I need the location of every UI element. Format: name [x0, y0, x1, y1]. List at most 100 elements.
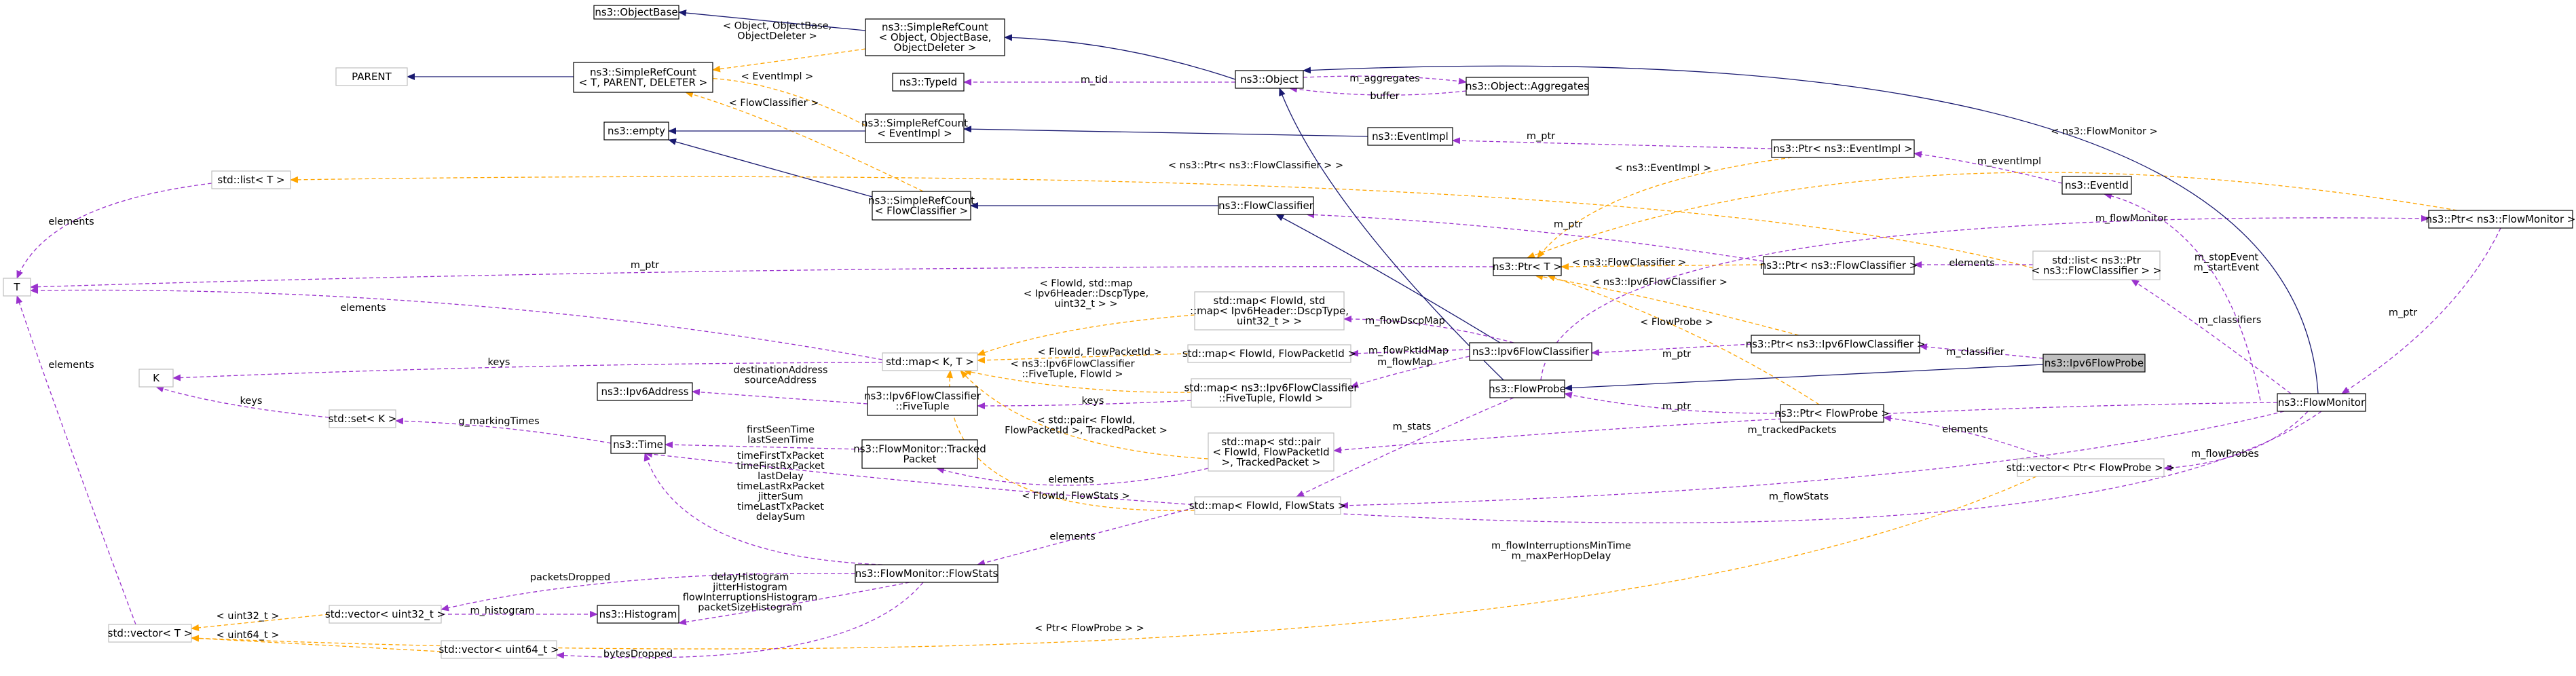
class-node-vec-u32[interactable]: std::vector< uint32_t > — [325, 605, 445, 624]
class-node-object[interactable]: ns3::Object — [1235, 70, 1304, 89]
edge-label: < Object, ObjectBase,ObjectDeleter > — [723, 21, 832, 42]
edge-label-line: ObjectDeleter > — [737, 31, 817, 42]
class-node-box — [335, 67, 408, 86]
edge-label-line: m_flowDscpMap — [1365, 316, 1445, 326]
edge-label: m_aggregates — [1349, 73, 1419, 84]
class-node-label: std::map< FlowId, FlowStats > — [1189, 500, 1347, 512]
class-node-src-object[interactable]: ns3::SimpleRefCount< Object, ObjectBase,… — [865, 18, 1005, 56]
class-node-box — [1218, 196, 1314, 215]
class-node-label: ns3::EventImpl — [1372, 130, 1449, 143]
class-node-label: std::vector< T > — [108, 627, 193, 639]
edge-map-kt-to-k — [172, 362, 883, 381]
edge-aggregates-to-object — [1289, 86, 1467, 96]
edge-label: < ns3::FlowMonitor > — [2051, 126, 2157, 137]
edge-label-line: timeFirstRxPacket — [736, 461, 825, 472]
class-node-map-pkt[interactable]: std::map< FlowId, FlowPacketId > — [1182, 344, 1356, 363]
edge-label-line: m_startEvent — [2194, 263, 2260, 274]
class-node-label: ::map< Ipv6Header::DscpType, — [1190, 305, 1349, 317]
class-node-parent[interactable]: PARENT — [335, 67, 408, 86]
class-node-map-fivetuple[interactable]: std::map< ns3::Ipv6FlowClassifier::FiveT… — [1184, 378, 1358, 408]
class-node-ptr-event-impl[interactable]: ns3::Ptr< ns3::EventImpl > — [1771, 139, 1915, 158]
edge-label-line: < FlowId, FlowStats > — [1022, 491, 1130, 502]
class-node-five-tuple[interactable]: ns3::Ipv6FlowClassifier::FiveTuple — [864, 386, 982, 416]
class-node-event-impl[interactable]: ns3::EventImpl — [1367, 127, 1453, 146]
class-node-label: ns3::empty — [608, 125, 665, 137]
class-node-flow-classifier[interactable]: ns3::FlowClassifier — [1218, 196, 1314, 215]
class-node-box — [2032, 250, 2161, 280]
edge-label-line: < ns3::FlowClassifier > — [1572, 257, 1687, 268]
class-node-vec-ptr-fp[interactable]: std::vector< Ptr< FlowProbe > > — [2006, 458, 2175, 477]
class-node-tracked-packet[interactable]: ns3::FlowMonitor::TrackedPacket — [853, 439, 986, 469]
class-node-label: >, TrackedPacket > — [1222, 456, 1321, 468]
class-node-map-dscp[interactable]: std::map< FlowId, std::map< Ipv6Header::… — [1190, 291, 1349, 331]
class-node-list-ptr-fc[interactable]: std::list< ns3::Ptr< ns3::FlowClassifier… — [2032, 250, 2162, 280]
class-node-ipv6-address[interactable]: ns3::Ipv6Address — [597, 382, 693, 401]
class-node-event-id[interactable]: ns3::EventId — [2061, 176, 2132, 195]
edge-flow-monitor-to-object — [1303, 65, 2319, 394]
edge-list-ptr-fc-to-list-t — [290, 176, 2034, 269]
class-node-t[interactable]: T — [3, 278, 31, 297]
class-node-map-kt[interactable]: std::map< K, T > — [882, 352, 978, 371]
class-node-label: ns3::Ptr< FlowProbe > — [1774, 407, 1890, 419]
class-node-flow-probe[interactable]: ns3::FlowProbe — [1489, 379, 1566, 398]
class-node-box — [1187, 344, 1351, 363]
class-node-label: std::list< T > — [217, 174, 284, 186]
class-node-label: ns3::SimpleRefCount — [590, 67, 696, 79]
class-node-src-event-impl[interactable]: ns3::SimpleRefCount< EventImpl > — [861, 113, 968, 143]
class-node-vec-t[interactable]: std::vector< T > — [108, 624, 193, 643]
class-node-empty[interactable]: ns3::empty — [603, 121, 669, 140]
class-node-set-k[interactable]: std::set< K > — [329, 409, 397, 428]
class-node-box — [867, 386, 978, 416]
edge-label-line: m_flowMonitor — [2095, 213, 2167, 224]
class-node-label: ::FiveTuple — [895, 400, 949, 413]
class-node-map-flowstats[interactable]: std::map< FlowId, FlowStats > — [1189, 496, 1347, 515]
class-node-box — [1235, 70, 1304, 89]
class-node-ptr-t[interactable]: ns3::Ptr< T > — [1493, 257, 1562, 276]
edge-label: m_eventImpl — [1977, 156, 2041, 167]
edge-label: elements — [48, 360, 94, 371]
class-node-box — [1367, 127, 1453, 146]
edge-label-line: sourceAddress — [745, 375, 817, 386]
edge-label: keys — [240, 396, 263, 407]
edge-label-line: lastDelay — [758, 471, 804, 482]
edge-flow-monitor-to-map-flowstats — [1340, 411, 2285, 509]
edge-flow-probe-to-map-flowstats — [1296, 397, 1514, 497]
class-node-label: T — [13, 281, 20, 293]
edge-label-line: timeLastTxPacket — [737, 502, 824, 512]
class-node-aggregates[interactable]: ns3::Object::Aggregates — [1466, 77, 1589, 96]
class-node-ipv6-fc[interactable]: ns3::Ipv6FlowClassifier — [1469, 342, 1592, 361]
class-node-k[interactable]: K — [138, 369, 174, 388]
edge-label: < FlowId, FlowPacketId > — [1037, 347, 1161, 358]
edge-label-line: elements — [1048, 474, 1094, 485]
class-node-vec-u64[interactable]: std::vector< uint64_t > — [438, 640, 559, 659]
class-node-ptr-ipv6-fc[interactable]: ns3::Ptr< ns3::Ipv6FlowClassifier > — [1746, 335, 1926, 354]
class-node-label: ns3::Time — [613, 438, 663, 451]
class-node-map-tracked[interactable]: std::map< std::pair< FlowId, FlowPacketI… — [1208, 432, 1334, 472]
edge-label: m_ptr — [1527, 131, 1555, 142]
class-node-src-t[interactable]: ns3::SimpleRefCount< T, PARENT, DELETER … — [573, 62, 713, 93]
class-node-label: ns3::Ipv6FlowClassifier — [864, 390, 982, 402]
class-node-flow-monitor[interactable]: ns3::FlowMonitor — [2277, 393, 2366, 412]
class-node-src-fc[interactable]: ns3::SimpleRefCount< FlowClassifier > — [868, 191, 975, 221]
edge-flow-stats-to-vec-u32 — [441, 572, 856, 612]
class-node-time[interactable]: ns3::Time — [610, 435, 666, 454]
edge-src-fc-to-empty — [668, 138, 873, 198]
edge-label-line: < uint32_t > — [217, 611, 280, 622]
class-node-histogram[interactable]: ns3::Histogram — [597, 605, 679, 624]
edge-label: < FlowId, std::map< Ipv6Header::DscpType… — [1024, 278, 1149, 309]
class-node-box — [2061, 176, 2132, 195]
edge-label-line: m_ptr — [631, 260, 659, 271]
class-node-type-id[interactable]: ns3::TypeId — [892, 73, 965, 92]
class-node-ptr-fc[interactable]: ns3::Ptr< ns3::FlowClassifier > — [1760, 256, 1918, 275]
class-node-ipv6-flow-probe: ns3::Ipv6FlowProbe — [2042, 354, 2146, 373]
edge-src-object-to-object-base — [678, 10, 866, 31]
class-node-object-base[interactable]: ns3::ObjectBase — [593, 5, 679, 20]
class-node-ptr-flow-monitor[interactable]: ns3::Ptr< ns3::FlowMonitor > — [2426, 210, 2576, 229]
class-node-list-t[interactable]: std::list< T > — [211, 170, 291, 189]
class-node-flow-stats[interactable]: ns3::FlowMonitor::FlowStats — [855, 564, 998, 583]
class-node-box — [1466, 77, 1589, 96]
class-node-ptr-flow-probe[interactable]: ns3::Ptr< FlowProbe > — [1774, 404, 1890, 423]
